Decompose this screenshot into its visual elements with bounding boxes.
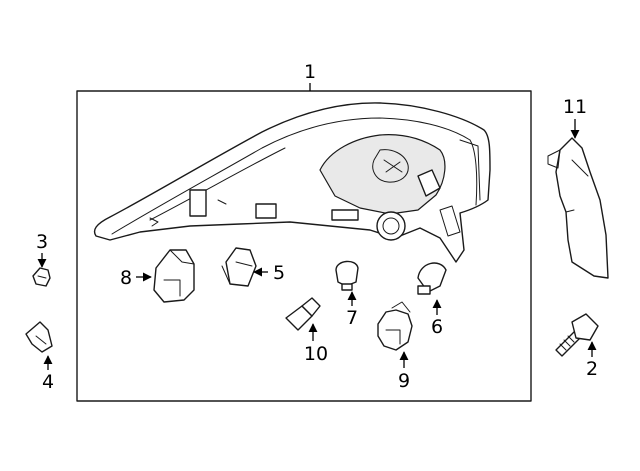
- part-3-clip: 3: [32, 231, 51, 287]
- callout-label-9: 9: [398, 370, 410, 392]
- callout-label-11: 11: [563, 96, 587, 118]
- callout-label-10: 10: [304, 343, 328, 365]
- callout-label-2: 2: [586, 358, 598, 380]
- part-4-grommet: 4: [25, 321, 54, 393]
- part-8-socket: 8: [120, 249, 195, 303]
- part-7-bulb: 7: [335, 260, 359, 329]
- callout-label-1: 1: [304, 61, 316, 83]
- part-9-socket: 9: [377, 301, 413, 392]
- part-2-bolt: 2: [555, 313, 599, 380]
- callout-label-8: 8: [120, 267, 132, 289]
- callout-label-7: 7: [346, 307, 358, 329]
- callout-label-6: 6: [431, 316, 443, 338]
- callout-label-3: 3: [36, 231, 48, 253]
- callout-1: 1: [304, 61, 316, 91]
- callout-label-4: 4: [42, 371, 54, 393]
- assembly-frame: [76, 90, 532, 402]
- callout-label-5: 5: [273, 262, 285, 284]
- part-10-wedge-bulb: 10: [285, 297, 328, 365]
- part-6-bulb: 6: [417, 262, 447, 338]
- tail-lamp-housing: [93, 102, 491, 263]
- part-11-bracket: 11: [547, 96, 609, 279]
- part-5-socket: 5: [221, 247, 285, 287]
